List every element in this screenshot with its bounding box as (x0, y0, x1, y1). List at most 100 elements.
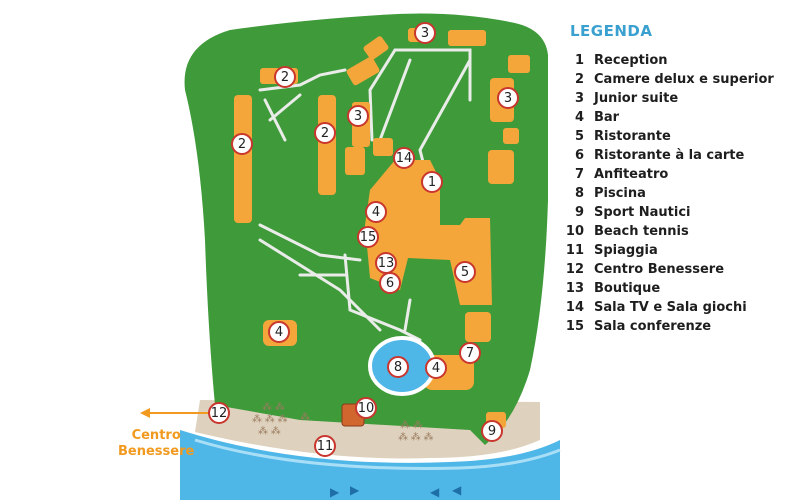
legend-item-number: 13 (565, 281, 584, 296)
map-marker-label: 15 (360, 230, 377, 245)
legend-item-label: Ristorante (594, 129, 671, 144)
map-marker-label: 7 (466, 346, 474, 361)
map-marker-label: 8 (394, 360, 402, 375)
legend-item: 2 Camere delux e superior (560, 71, 790, 88)
map-marker-label: 1 (428, 175, 436, 190)
legend-item-label: Sport Nautici (594, 205, 691, 220)
legend-item-number: 12 (565, 262, 584, 277)
map-marker-8[interactable]: 8 (387, 356, 409, 378)
map-marker-2[interactable]: 2 (314, 122, 336, 144)
map-marker-label: 2 (321, 126, 329, 141)
map-marker-label: 9 (488, 424, 496, 439)
legend-item: 13 Boutique (560, 280, 790, 297)
map-marker-label: 2 (238, 137, 246, 152)
map-marker-1[interactable]: 1 (421, 171, 443, 193)
legend-item-label: Ristorante à la carte (594, 148, 745, 163)
legend-item-number: 11 (565, 243, 584, 258)
map-marker-5[interactable]: 5 (454, 261, 476, 283)
legend-item-number: 5 (574, 129, 584, 144)
legend-item-label: Sala TV e Sala giochi (594, 300, 747, 315)
legend-item: 15 Sala conferenze (560, 318, 790, 335)
svg-text:⁂ ⁂: ⁂ ⁂ (400, 420, 423, 431)
map-marker-13[interactable]: 13 (375, 252, 397, 274)
legend-item-label: Reception (594, 53, 668, 68)
map-marker-label: 14 (396, 151, 413, 166)
legend-item: 8 Piscina (560, 185, 790, 202)
legend-item-label: Junior suite (594, 91, 679, 106)
map-marker-12[interactable]: 12 (208, 402, 230, 424)
map-marker-14[interactable]: 14 (393, 147, 415, 169)
sea-highlight (194, 438, 561, 470)
map-marker-2[interactable]: 2 (274, 66, 296, 88)
legend-item-number: 15 (565, 319, 584, 334)
legend-item-label: Bar (594, 110, 620, 125)
legend-item-number: 2 (574, 72, 584, 87)
legend-item-number: 10 (565, 224, 584, 239)
legend-item-label: Piscina (594, 186, 646, 201)
legend-item-number: 9 (574, 205, 584, 220)
map-marker-label: 3 (421, 26, 429, 41)
map-marker-label: 3 (354, 109, 362, 124)
svg-text:▶: ▶ (350, 483, 360, 497)
direction-label-line1: Centro (131, 428, 181, 443)
map-marker-11[interactable]: 11 (314, 435, 336, 457)
walkways (258, 48, 472, 342)
legend-item-label: Sala conferenze (594, 319, 712, 334)
map-marker-10[interactable]: 10 (355, 397, 377, 419)
legend-item: 4 Bar (560, 109, 790, 126)
beach-umbrellas: ⁂ ⁂ ⁂ ⁂ ⁂ ⁂ ⁂ ⁂ ⁂ ⁂ ⁂ ⁂ ⁂ (252, 402, 434, 443)
map-marker-3[interactable]: 3 (497, 87, 519, 109)
legend-item: 5 Ristorante (560, 128, 790, 145)
legend-item-label: Spiaggia (594, 243, 658, 258)
map-marker-label: 12 (211, 406, 228, 421)
map-marker-2[interactable]: 2 (231, 133, 253, 155)
map-marker-label: 3 (504, 91, 512, 106)
legend-item-number: 8 (574, 186, 584, 201)
legend-item-label: Camere delux e superior (594, 72, 774, 87)
map-marker-7[interactable]: 7 (459, 342, 481, 364)
svg-text:◀: ◀ (430, 485, 440, 499)
map-marker-15[interactable]: 15 (357, 226, 379, 248)
map-marker-label: 4 (275, 325, 283, 340)
direction-label-line2: Benessere (118, 444, 195, 459)
fish-icons: ▶▶ ◀◀ (330, 483, 462, 499)
sea (180, 430, 560, 500)
arrow-left-icon (140, 408, 210, 418)
legend-item-label: Centro Benessere (594, 262, 725, 277)
legend-item-number: 6 (574, 148, 584, 163)
svg-text:⁂ ⁂: ⁂ ⁂ (262, 402, 285, 413)
legend-item: 9 Sport Nautici (560, 204, 790, 221)
map-marker-4[interactable]: 4 (425, 357, 447, 379)
map-marker-label: 4 (372, 205, 380, 220)
map-marker-label: 13 (378, 256, 395, 271)
svg-text:⁂ ⁂ ⁂: ⁂ ⁂ ⁂ (398, 432, 434, 443)
map-marker-4[interactable]: 4 (365, 201, 387, 223)
map-marker-label: 4 (432, 361, 440, 376)
legend-item: 6 Ristorante à la carte (560, 147, 790, 164)
map-marker-6[interactable]: 6 (379, 272, 401, 294)
map-marker-label: 11 (317, 439, 334, 454)
map-marker-3[interactable]: 3 (414, 22, 436, 44)
map-marker-4[interactable]: 4 (268, 321, 290, 343)
map-marker-label: 6 (386, 276, 394, 291)
svg-text:▶: ▶ (330, 485, 340, 499)
map-marker-3[interactable]: 3 (347, 105, 369, 127)
map-marker-label: 10 (358, 401, 375, 416)
legend-item-label: Boutique (594, 281, 661, 296)
legend-title: LEGENDA (570, 22, 653, 40)
legend-item: 12 Centro Benessere (560, 261, 790, 278)
svg-text:⁂ ⁂: ⁂ ⁂ (258, 426, 281, 437)
legend-item-number: 7 (574, 167, 584, 182)
map-marker-label: 5 (461, 265, 469, 280)
svg-text:⁂: ⁂ (300, 412, 310, 423)
legend-item-number: 4 (574, 110, 584, 125)
map-marker-9[interactable]: 9 (481, 420, 503, 442)
